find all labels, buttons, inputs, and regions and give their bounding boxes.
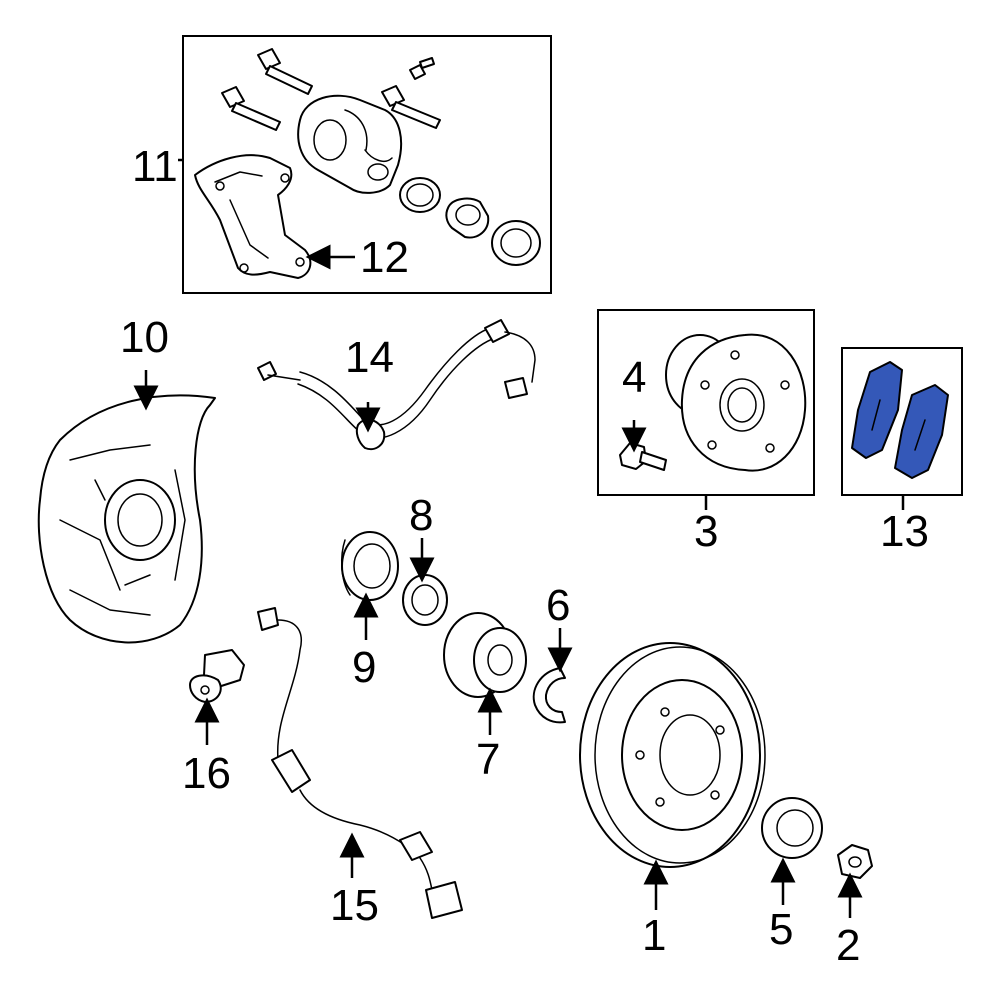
- snap-ring[interactable]: [532, 667, 566, 724]
- brake-pads-group[interactable]: [841, 347, 963, 496]
- callout-6: 6: [546, 581, 570, 630]
- callout-labels: 10 11 12 14 4 3 13 8 9 6 7 16 15 1 5 2: [120, 142, 929, 970]
- callout-3: 3: [694, 507, 718, 556]
- hub-group[interactable]: [597, 309, 815, 496]
- caliper-body[interactable]: [297, 94, 403, 194]
- dust-shield[interactable]: [37, 394, 216, 644]
- callout-4: 4: [622, 353, 646, 402]
- caliper-bolt-3[interactable]: [381, 85, 441, 129]
- brake-rotor[interactable]: [579, 642, 766, 868]
- sensor-bracket[interactable]: [189, 649, 245, 703]
- oil-seal[interactable]: [340, 531, 399, 601]
- callout-11: 11: [132, 142, 178, 191]
- callout-2: 2: [836, 921, 860, 970]
- caliper-piston-seal[interactable]: [399, 177, 441, 213]
- callout-13: 13: [880, 507, 929, 556]
- callout-14: 14: [345, 333, 394, 382]
- caliper-bolt-1[interactable]: [257, 48, 313, 95]
- bleeder-screw[interactable]: [409, 57, 435, 80]
- callout-10: 10: [120, 313, 169, 362]
- bearing-inner[interactable]: [402, 574, 448, 626]
- wheel-bearing[interactable]: [443, 612, 527, 698]
- leader-lines: [133, 158, 905, 918]
- caliper-piston[interactable]: [445, 197, 490, 239]
- callout-16: 16: [182, 749, 231, 798]
- caliper-dust-boot[interactable]: [491, 220, 541, 266]
- caliper-assembly-box: [182, 35, 552, 294]
- callout-9: 9: [352, 643, 376, 692]
- callout-5: 5: [769, 905, 793, 954]
- brake-hose[interactable]: [257, 319, 536, 451]
- callout-12: 12: [360, 233, 409, 282]
- hub-nut[interactable]: [837, 844, 873, 879]
- caliper-assembly-group[interactable]: [182, 35, 552, 294]
- grease-seal[interactable]: [761, 797, 823, 859]
- caliper-bracket[interactable]: [194, 154, 312, 279]
- wheel-stud[interactable]: [619, 442, 667, 471]
- hub-flange[interactable]: [665, 333, 807, 472]
- abs-sensor[interactable]: [257, 607, 463, 919]
- callout-7: 7: [476, 735, 500, 784]
- caliper-bolt-2[interactable]: [221, 86, 281, 131]
- callout-8: 8: [409, 491, 433, 540]
- callout-1: 1: [642, 911, 666, 960]
- callout-15: 15: [330, 881, 379, 930]
